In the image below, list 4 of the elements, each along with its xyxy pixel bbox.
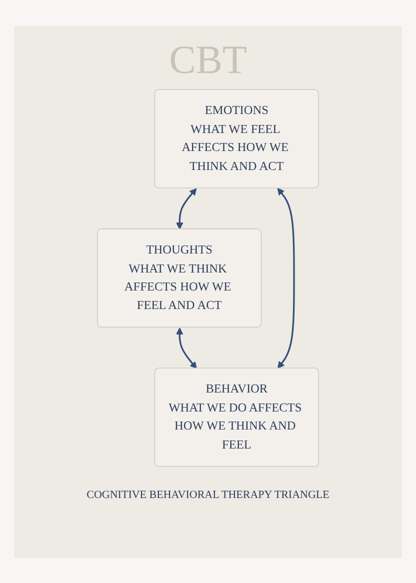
arrow: [277, 188, 295, 369]
arrow: [176, 328, 197, 369]
caption: COGNITIVE BEHAVIORAL THERAPY TRIANGLE: [86, 489, 330, 501]
arrow: [176, 188, 197, 230]
